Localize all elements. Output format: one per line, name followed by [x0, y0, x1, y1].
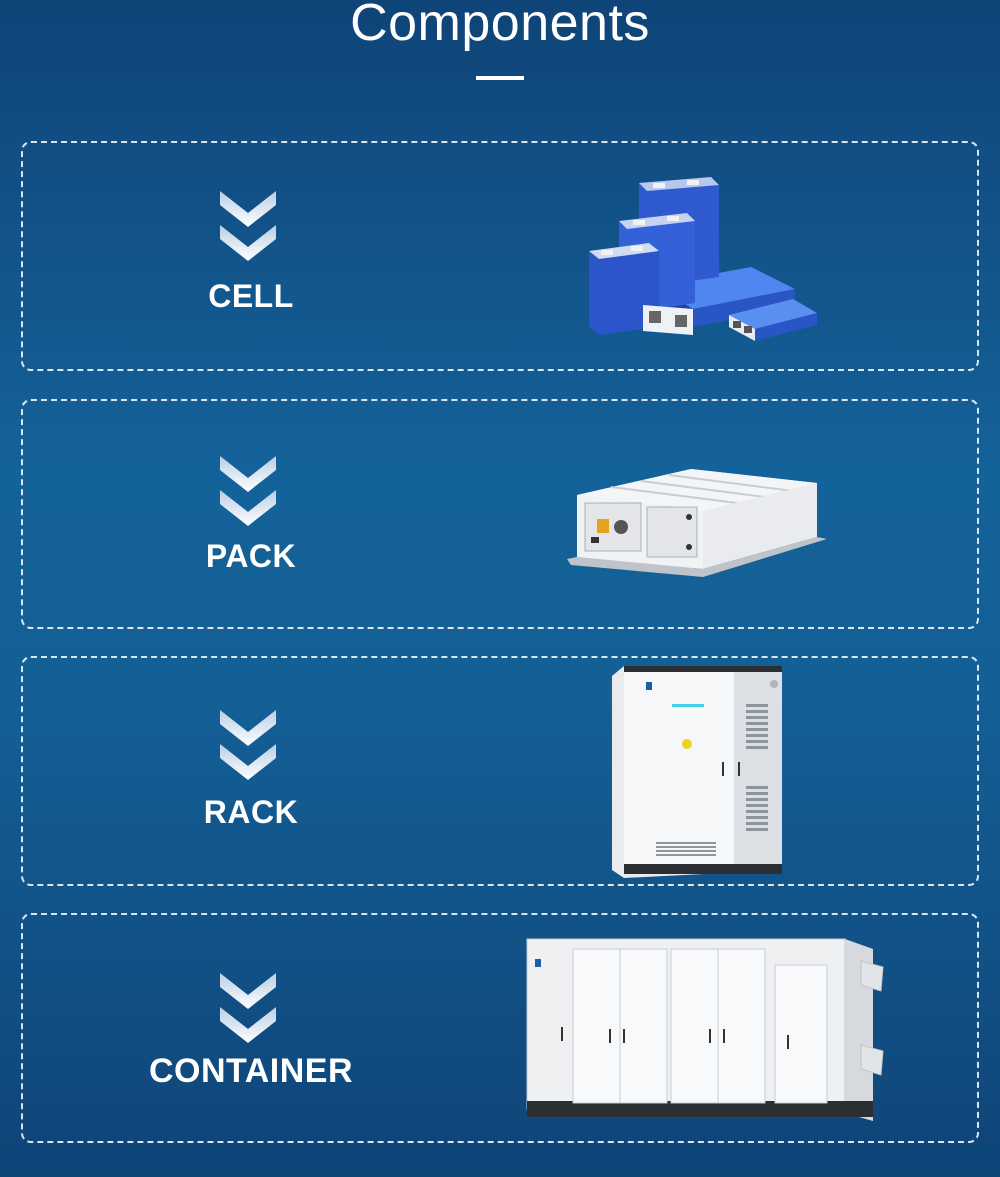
page-title: Components — [350, 0, 650, 52]
battery-rack-cabinet-image — [612, 666, 782, 878]
component-card-pack: PACK — [21, 399, 979, 629]
energy-storage-container-image — [526, 938, 884, 1121]
component-label-pack: PACK — [205, 538, 297, 574]
component-card-cell: CELL — [21, 141, 979, 371]
battery-cell-image — [589, 177, 817, 341]
component-label-container: CONTAINER — [148, 1052, 354, 1090]
component-card-container: CONTAINER — [21, 913, 979, 1143]
double-chevron-down-icon — [220, 191, 276, 261]
battery-pack-image — [567, 469, 826, 577]
component-label-cell: CELL — [208, 278, 294, 314]
double-chevron-down-icon — [220, 710, 276, 780]
title-underline — [476, 76, 524, 80]
component-card-rack: RACK — [21, 656, 979, 886]
double-chevron-down-icon — [220, 456, 276, 526]
double-chevron-down-icon — [220, 973, 276, 1043]
component-label-rack: RACK — [203, 794, 299, 830]
